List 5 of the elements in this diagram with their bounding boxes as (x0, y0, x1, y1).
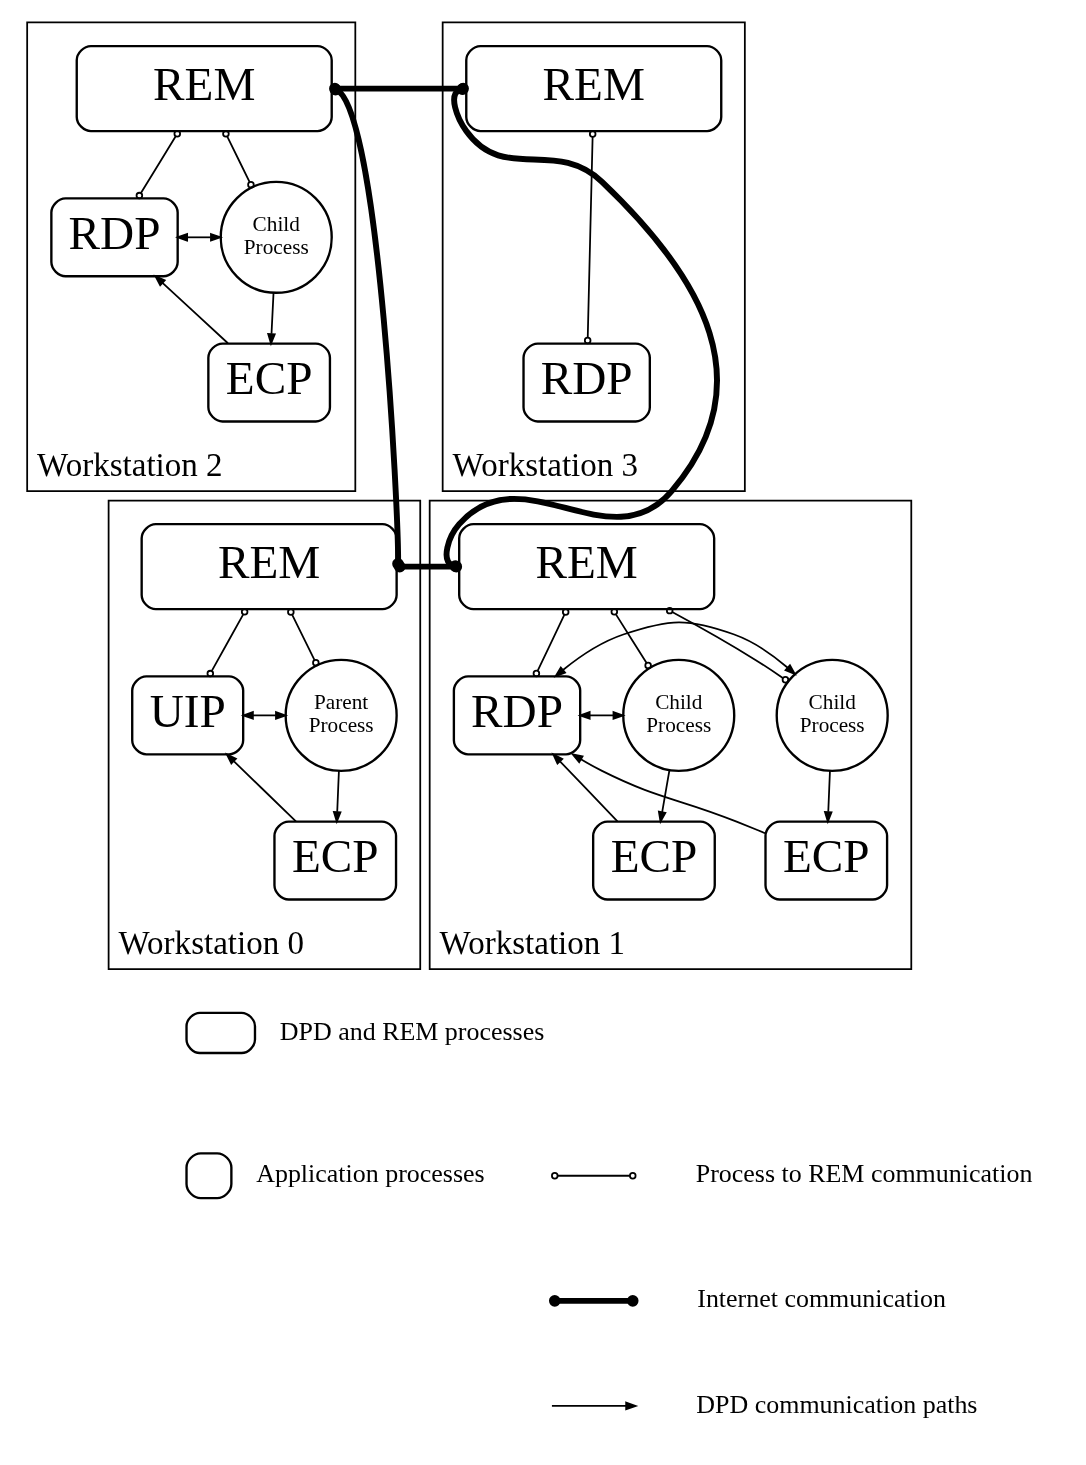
legend-label: Application processes (256, 1159, 485, 1189)
legend-label: DPD and REM processes (279, 1016, 545, 1046)
legend-label: DPD communication paths (696, 1389, 978, 1419)
legend-label: Process to REM communication (695, 1159, 1033, 1189)
legend-label: Internet communication (697, 1284, 946, 1314)
